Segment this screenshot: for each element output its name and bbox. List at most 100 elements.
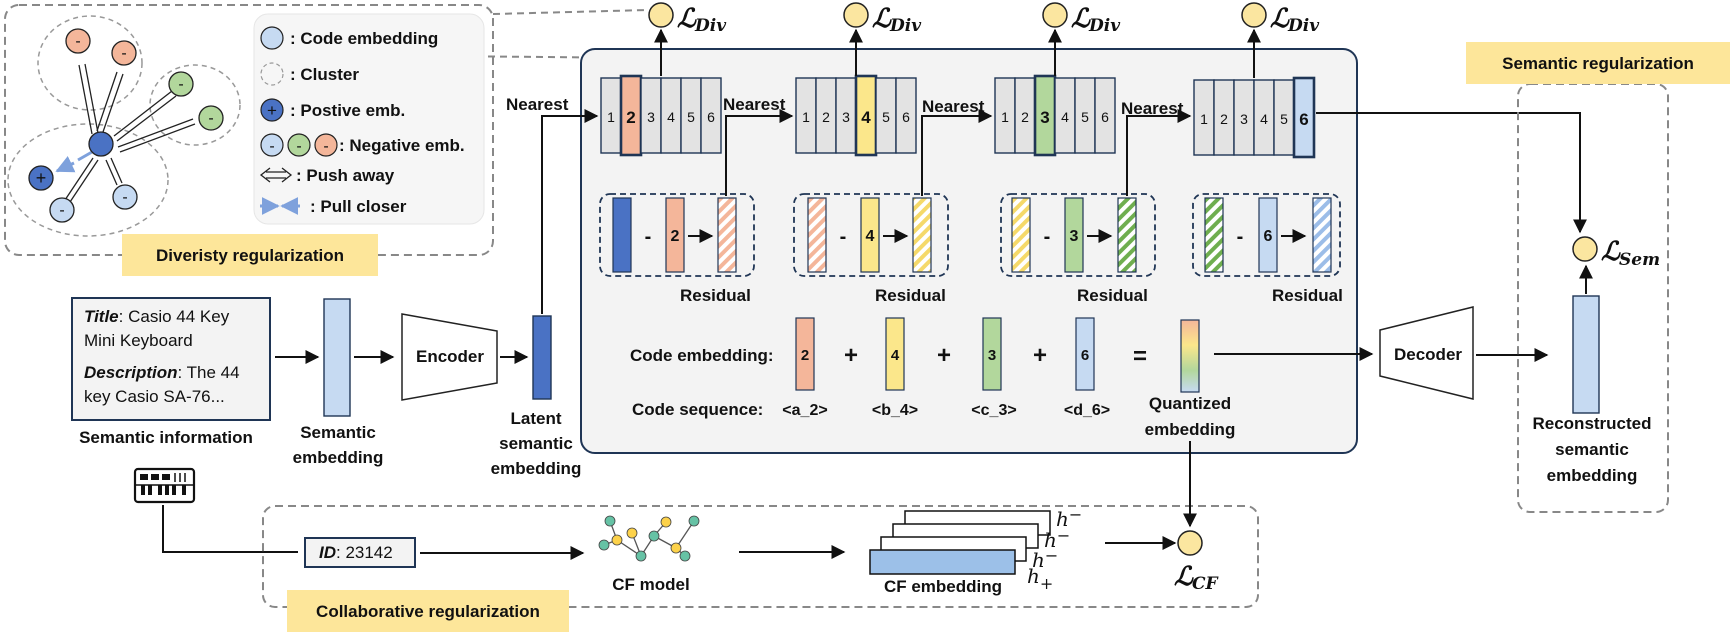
svg-text:5: 5	[882, 109, 890, 125]
sem-loss-symbol: ℒ	[1601, 237, 1621, 267]
svg-text:3: 3	[647, 109, 655, 125]
svg-text:2: 2	[1021, 109, 1029, 125]
legend-cluster-icon	[260, 62, 284, 86]
cf-embedding-stack	[869, 510, 1051, 575]
latent-label-1: Latent	[511, 409, 562, 428]
div-loss-sub: Div	[889, 16, 922, 36]
title-line: Title: Casio 44 Key	[84, 307, 230, 326]
negative-sign: -	[122, 189, 127, 206]
encoder-label: Encoder	[416, 347, 484, 366]
svg-text:3: 3	[1240, 111, 1248, 127]
pull-arrow-in	[55, 155, 76, 173]
legend-negative-orange-icon	[314, 133, 338, 157]
semantic-reg-box	[1517, 83, 1669, 513]
collab-box	[262, 505, 1259, 608]
negative-green-node	[168, 71, 194, 97]
latent-to-codebook-arrow	[541, 109, 599, 314]
equals-sign: =	[1133, 343, 1147, 370]
negative-sign: -	[75, 33, 80, 50]
div-loss-node	[648, 2, 674, 28]
div-loss-sub: Div	[1088, 16, 1121, 36]
svg-text:6: 6	[1101, 109, 1109, 125]
svg-text:1: 1	[802, 109, 810, 125]
negative-green-node	[198, 105, 224, 131]
svg-text:2: 2	[671, 228, 680, 245]
legend-positive-icon	[260, 98, 284, 122]
svg-text:1: 1	[607, 109, 615, 125]
svg-text:2: 2	[626, 108, 635, 127]
h-neg-3: h−	[1032, 546, 1058, 572]
svg-text:6: 6	[1081, 347, 1089, 364]
div-loss-symbol: ℒ	[677, 4, 697, 34]
legend-panel	[253, 13, 485, 225]
latent-embedding-bar	[532, 315, 552, 400]
cf-loss-sub: CF	[1192, 574, 1220, 594]
legend-pull: : Pull closer	[310, 197, 407, 216]
reconstructed-label-1: Reconstructed	[1532, 414, 1651, 433]
residual-label-3: Residual	[1077, 286, 1148, 305]
svg-text:-: -	[645, 226, 652, 248]
svg-text:6: 6	[1264, 228, 1273, 245]
nearest-connectors	[725, 109, 1587, 234]
sem-loss-sub: Sem	[1619, 250, 1660, 270]
codebook-4: 1 2 3 4 5 6	[1193, 76, 1316, 159]
latent-label-3: embedding	[491, 459, 582, 478]
reconstructed-embedding-bar	[1572, 295, 1600, 414]
nearest-label-1: Nearest	[506, 95, 569, 114]
negative-orange-node	[111, 40, 137, 66]
code-embed-bar-1	[795, 317, 815, 391]
legend-negative-sign: -	[323, 138, 328, 155]
cf-model-graph	[598, 515, 700, 562]
svg-text:4: 4	[891, 347, 900, 364]
latent-label-2: semantic	[499, 434, 573, 453]
plus-sign: +	[844, 342, 858, 369]
title-line-2: Mini Keyboard	[84, 331, 193, 350]
negative-sign: -	[121, 45, 126, 62]
residual-label-4: Residual	[1272, 286, 1343, 305]
div-loss-sub: Div	[694, 16, 727, 36]
negative-sign: -	[59, 202, 64, 219]
zoom-line-top	[492, 9, 649, 15]
svg-text:2: 2	[1220, 111, 1228, 127]
semantic-embedding-label-2: embedding	[293, 448, 384, 467]
nearest-label-2: Nearest	[723, 95, 786, 114]
nearest-label-4: Nearest	[1121, 99, 1184, 118]
cf-model-label: CF model	[612, 575, 689, 594]
svg-text:6: 6	[707, 109, 715, 125]
negative-blue-node	[49, 197, 75, 223]
positive-sign: +	[36, 168, 47, 188]
diversity-regularization-group: - - - - + - - : Code embedding : Cluster…	[4, 4, 649, 276]
collab-label-bg	[287, 590, 569, 632]
svg-text:1: 1	[1200, 111, 1208, 127]
svg-text:5: 5	[1280, 111, 1288, 127]
decoder-shape	[1379, 306, 1474, 400]
h-pos: h+	[1027, 564, 1053, 593]
code-embed-bar-2	[885, 317, 905, 391]
cluster-blue	[7, 123, 169, 237]
cluster-orange	[37, 15, 143, 111]
codebook-2: 1 2 3 4 5 6	[795, 74, 917, 157]
legend-negative: : Negative emb.	[339, 136, 465, 155]
push-arrows	[64, 63, 196, 203]
residual-group-2	[793, 193, 949, 277]
div-loss-sub: Div	[1287, 16, 1320, 36]
residual-group-1	[599, 193, 755, 277]
id-box	[304, 537, 416, 568]
div-loss-node	[1241, 2, 1267, 28]
svg-text:-: -	[1044, 226, 1051, 248]
code-token-3: <c_3>	[971, 402, 1016, 419]
svg-text:4: 4	[1260, 111, 1268, 127]
cf-positive-embedding	[869, 549, 1016, 575]
collab-label: Collaborative regularization	[316, 602, 540, 621]
semantic-info-caption: Semantic information	[79, 428, 253, 447]
nearest-label-3: Nearest	[922, 97, 985, 116]
quantized-label-2: embedding	[1145, 420, 1236, 439]
reconstructed-label-2: semantic	[1555, 440, 1629, 459]
semantic-embedding-label-1: Semantic	[300, 423, 376, 442]
code-token-4: <d_6>	[1064, 402, 1110, 419]
legend-negative-blue-icon	[260, 133, 284, 157]
legend-code-embedding: : Code embedding	[290, 29, 438, 48]
positive-node	[28, 165, 54, 191]
code-embed-bar-4	[1075, 317, 1095, 391]
